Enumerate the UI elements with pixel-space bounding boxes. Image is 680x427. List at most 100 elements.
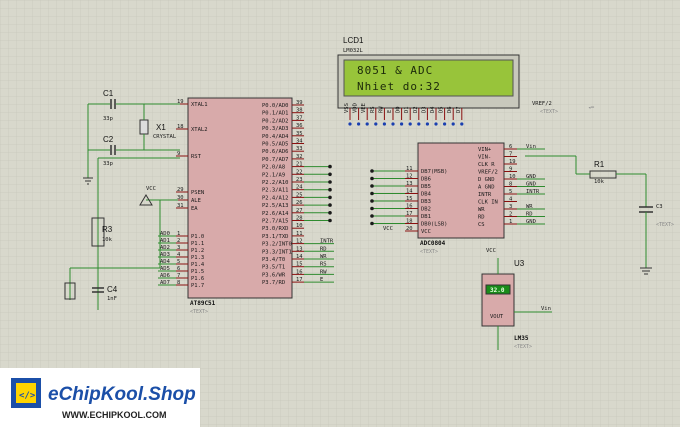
adc-right-pin-num: 3 [509, 204, 512, 210]
p3-net-label: E [320, 277, 323, 283]
junction-dot [370, 214, 374, 218]
adc-left-pin-label: DB4 [421, 192, 432, 198]
vref-text-placeholder: <TEXT> [540, 109, 558, 115]
adc-body [417, 142, 505, 239]
u3-ref: U3 [514, 259, 525, 268]
adc-right-pin-num: 5 [509, 189, 512, 195]
p3-net-label: RD [320, 246, 327, 252]
vcc-label-1: VCC [146, 186, 156, 192]
lcd-pin-label: VEE [361, 103, 367, 113]
adc-left-pin-num: 14 [406, 189, 413, 195]
adc-left-pin-label: DB6 [421, 177, 431, 183]
reset-button[interactable] [64, 282, 76, 300]
reset-network[interactable]: R3 10k VCC C4 1nF [64, 157, 180, 310]
adc-right-net-label: GND [526, 219, 536, 225]
adc-right-pin-num: 19 [509, 159, 516, 165]
lcd-pin-end [400, 122, 404, 126]
x1-ref: X1 [156, 123, 166, 132]
mcu-right-pin-num: 23 [296, 177, 303, 183]
mcu-right-pin-label: P3.1/TXD [262, 234, 289, 240]
adc-right-net-label: GND [526, 174, 536, 180]
lm35-display [485, 284, 511, 295]
mcu-right-pin-num: 26 [296, 200, 303, 206]
adc-right-pin-num: 6 [509, 144, 512, 150]
p1-net-label: AD5 [160, 266, 170, 272]
adc-right-pin-label: VREF/2 [478, 170, 498, 176]
junction-dot [370, 199, 374, 203]
junction-dot [328, 195, 332, 200]
adc-text-placeholder: <TEXT> [420, 249, 438, 255]
r3-value: 10k [102, 237, 113, 243]
junction-dot [328, 180, 332, 184]
mcu-right-pin-label: P0.6/AD6 [262, 149, 289, 155]
lcd-pin-end [451, 122, 455, 126]
p1-net-label: AD3 [160, 252, 170, 258]
mcu-right-pin-label: P3.4/T0 [262, 257, 285, 263]
r1-value: 10k [594, 179, 605, 185]
adc-right-pin-num: 1 [509, 219, 512, 225]
lcd-pin-end [374, 122, 378, 126]
p3-net-label: INTR [320, 239, 334, 245]
junction-dot [370, 184, 374, 188]
lm35-reading: 32.0 [490, 287, 505, 294]
adc-left-pin-label: DB5 [421, 184, 431, 190]
adc-right-pin-num: 7 [509, 152, 512, 158]
mcu-left-pin-num: 1 [177, 231, 180, 237]
mcu-right-pin-num: 37 [296, 115, 303, 121]
lcd-line-2: Nhiet do:32 [357, 80, 441, 93]
mcu-right-pin-num: 17 [296, 277, 303, 283]
mcu-component[interactable]: AT89C51 <TEXT> XTAL119XTAL218RST9PSEN29A… [158, 97, 334, 315]
mcu-left-pin-num: 5 [177, 259, 180, 265]
mcu-left-pin-label: P1.0 [191, 234, 204, 240]
junction-dot [328, 218, 332, 223]
lcd-screen [343, 59, 514, 97]
mcu-body [187, 97, 293, 299]
mcu-left-pin-num: 6 [177, 266, 180, 272]
adc-component[interactable]: ADC0804 <TEXT> DB7(MSB)11DB612DB513DB414… [370, 142, 545, 255]
adc-right-pin-label: D GND [478, 177, 495, 183]
lm35-component[interactable]: U3 32.0 VOUT LM35 <TEXT> Vin VCC [481, 248, 552, 350]
junction-dot [370, 169, 374, 173]
p1-net-label: AD2 [160, 245, 170, 251]
mcu-pins: XTAL119XTAL218RST9PSEN29ALE30EA31P1.01P1… [158, 99, 334, 289]
mcu-left-pin-label: RST [191, 154, 202, 160]
lcd-pin-label: VDD [353, 103, 359, 113]
adc-right-pin-num: 2 [509, 212, 512, 218]
vref-network[interactable]: R1 10k C3 <TEXT> VREF/2 <TEXT> ◂═ [525, 101, 674, 275]
lcd-pin-end [365, 122, 369, 126]
mcu-model: AT89C51 [190, 300, 216, 307]
lcd-pin-label: D3 [421, 106, 427, 113]
adc-right-net-label: GND [526, 182, 536, 188]
x1-type: CRYSTAL [153, 134, 177, 140]
p3-net-label: RS [320, 262, 327, 268]
brand-logo: </> eChipKool.Shop WWW.ECHIPKOOL.COM [0, 368, 200, 427]
lcd-pin-end [460, 122, 464, 126]
lcd-pin-end [425, 122, 429, 126]
c2-value: 33p [103, 161, 113, 167]
adc-left-pin-num: 11 [406, 166, 413, 172]
mcu-left-pin-num: 30 [177, 195, 184, 201]
mcu-right-pin-num: 14 [296, 254, 303, 260]
mcu-right-pin-num: 36 [296, 123, 303, 129]
adc-right-net-label: INTR [526, 189, 540, 195]
mcu-right-pin-label: P3.6/WR [262, 272, 286, 278]
mcu-right-pin-num: 21 [296, 162, 303, 168]
lcd-pin-label: D0 [396, 106, 402, 113]
mcu-right-pin-num: 33 [296, 146, 303, 152]
lcd-pin-end [434, 122, 438, 126]
adc-right-pin-label: CLK IN [478, 200, 498, 206]
junction-dot [370, 221, 374, 226]
mcu-left-pin-label: P1.1 [191, 241, 204, 247]
mcu-right-pin-label: P3.3/INT1 [262, 249, 292, 255]
crystal-network[interactable]: C1 33p C2 33p X1 CRYSTAL [83, 89, 180, 185]
mcu-left-pin-num: 19 [177, 99, 184, 105]
mcu-right-pin-label: P3.0/RXD [262, 226, 289, 232]
r3-body [91, 217, 105, 247]
mcu-text-placeholder: <TEXT> [190, 309, 208, 315]
adc-right-pin-label: CS [478, 222, 485, 228]
mcu-left-pin-num: 9 [177, 151, 180, 157]
adc-right-net-label: Vin [526, 144, 536, 150]
